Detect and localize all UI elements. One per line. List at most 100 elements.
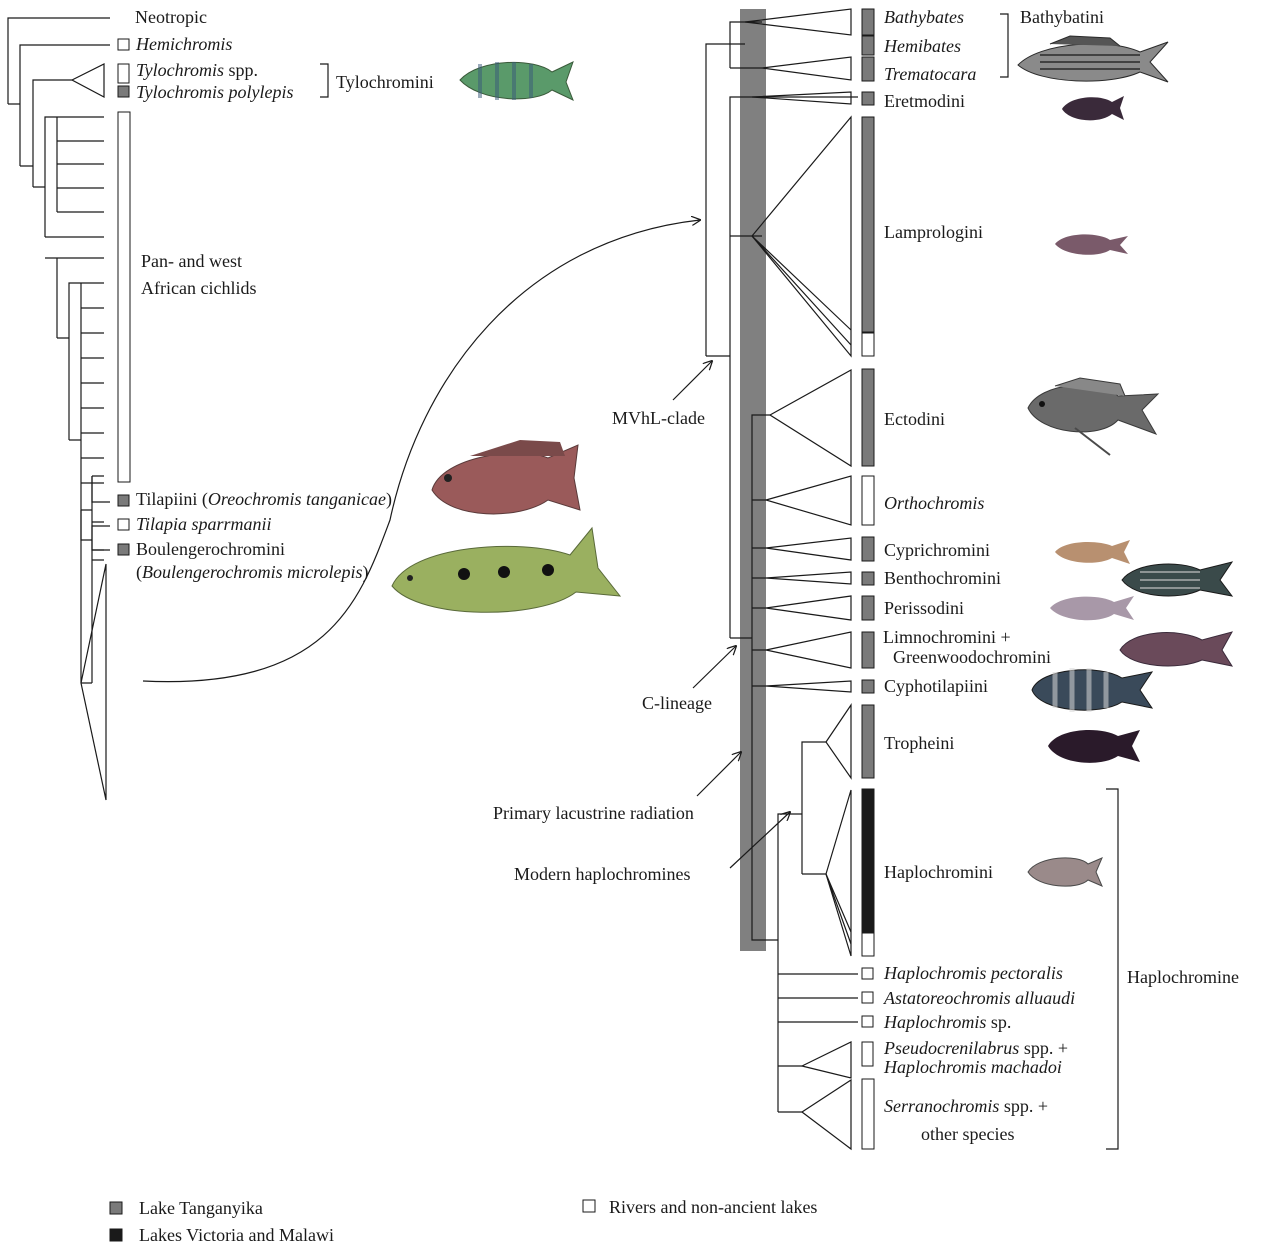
legend-tanganyika-swatch [110, 1202, 122, 1214]
benthochromini-fish-icon [1122, 562, 1232, 596]
label-tylochromini: Tylochromini [336, 72, 434, 92]
primary-radiation-arrow [697, 752, 741, 796]
label-eretmodini: Eretmodini [884, 91, 965, 111]
label-cyprichromini: Cyprichromini [884, 540, 990, 560]
tylochromis-fish-icon [460, 62, 573, 100]
tilapia-sparrmanii-box [118, 519, 129, 530]
label-c-lineage: C-lineage [642, 693, 712, 713]
perissodini-triangle [766, 596, 851, 620]
eretmodini-triangle [752, 92, 851, 104]
label-astatoreochromis: Astatoreochromis alluaudi [883, 988, 1075, 1008]
pseudocrenilabrus-box [862, 1042, 873, 1066]
label-trematocara: Trematocara [884, 64, 976, 84]
label-h-sp: Haplochromis sp. [883, 1012, 1011, 1032]
ectodini-triangle [770, 370, 851, 466]
boulengero-join [81, 510, 92, 540]
c-lineage-arrow [693, 646, 736, 688]
h-pectoralis-box [862, 968, 873, 979]
cyprichromini-fish-icon [1055, 540, 1130, 564]
lower-clade-triangle [81, 564, 106, 800]
trematocara-box [862, 57, 874, 81]
serranochromis-box [862, 1079, 874, 1149]
label-serranochromis: Serranochromis spp. + [884, 1096, 1048, 1116]
label-other-species: other species [921, 1124, 1014, 1144]
label-tylochromis-polylepis: Tylochromis polylepis [136, 82, 293, 102]
haplochromini-subclade [826, 874, 851, 944]
cyphotilapiini-box [862, 680, 874, 693]
label-boulengerochromis-microlepis: (Boulengerochromis microlepis) [136, 562, 368, 583]
label-pan-west-2: African cichlids [141, 278, 256, 298]
benthochromini-box [862, 572, 874, 585]
perissodini-box [862, 596, 874, 620]
label-tropheini: Tropheini [884, 733, 954, 753]
limnochromini-fish-icon [1120, 632, 1232, 666]
tylochromini-bracket [320, 64, 328, 97]
label-h-machadoi: Haplochromis machadoi [883, 1057, 1062, 1077]
eretmodini-box [862, 92, 874, 105]
ectodini-fish-icon [1028, 378, 1158, 455]
label-limnochromini: Limnochromini + [883, 627, 1011, 647]
label-bathybates: Bathybates [884, 7, 964, 27]
benthochromini-triangle [766, 572, 851, 584]
lamprologini-box [862, 117, 874, 332]
cyphotilapiini-fish-icon [1032, 668, 1152, 712]
orthochromis-box [862, 476, 874, 525]
astatoreochromis-box [862, 992, 873, 1003]
label-lamprologini: Lamprologini [884, 222, 983, 242]
tylochromis-polylepis-box [118, 86, 129, 97]
legend-rivers-label: Rivers and non-ancient lakes [609, 1197, 817, 1217]
label-boulengerochromini: Boulengerochromini [136, 539, 285, 559]
oreochromis-fish-icon [432, 440, 580, 514]
tropheini-fish-icon [1048, 730, 1140, 763]
lamprologini-river-box [862, 333, 874, 356]
bathybates-fish-icon [1018, 36, 1168, 82]
label-ectodini: Ectodini [884, 409, 945, 429]
label-tilapia-sparrmanii: Tilapia sparrmanii [136, 514, 272, 534]
haplochromine-bracket [1106, 789, 1118, 1149]
label-cyphotilapiini: Cyphotilapiini [884, 676, 988, 696]
label-tylochromis-spp: Tylochromis spp. [136, 60, 258, 80]
label-orthochromis: Orthochromis [884, 493, 984, 513]
cyphotilapiini-triangle [766, 681, 851, 692]
label-bathybatini: Bathybatini [1020, 7, 1104, 27]
haplochromini-triangle [826, 790, 851, 956]
hemibates-box [862, 36, 874, 55]
hemichromis-box [118, 39, 129, 50]
label-h-pectoralis: Haplochromis pectoralis [883, 963, 1063, 983]
primary-radiation-bar [740, 9, 766, 951]
tilapiini-branch [92, 476, 110, 550]
trematocara-triangle [762, 57, 851, 80]
lamprologini-subclade [752, 236, 851, 345]
label-hemibates: Hemibates [883, 36, 961, 56]
haplochromini-fish-icon [1028, 858, 1102, 886]
label-mvhl-clade: MVhL-clade [612, 408, 705, 428]
tropheini-box [862, 705, 874, 778]
legend-tanganyika-label: Lake Tanganyika [139, 1198, 263, 1218]
label-benthochromini: Benthochromini [884, 568, 1001, 588]
label-haplochromine: Haplochromine [1127, 967, 1239, 987]
cyprichromini-triangle [766, 538, 851, 560]
pan-west-bar [118, 112, 130, 482]
boulengerochromis-fish-icon [392, 528, 620, 612]
serranochromis-triangle [802, 1080, 851, 1149]
boulengero-box [118, 544, 129, 555]
haplochromini-box [862, 789, 874, 933]
label-tilapiini: Tilapiini (Oreochromis tanganicae) [136, 489, 392, 510]
label-haplochromini: Haplochromini [884, 862, 993, 882]
legend-rivers-swatch [583, 1200, 595, 1212]
label-perissodini: Perissodini [884, 598, 964, 618]
limnochromini-box [862, 632, 874, 668]
tilapiini-box [118, 495, 129, 506]
limnochromini-triangle [766, 632, 851, 668]
eretmodini-fish-icon [1062, 96, 1124, 120]
tropheini-triangle [826, 705, 851, 778]
pseudocrenilabrus-triangle [802, 1042, 851, 1078]
haplochromini-river-box [862, 933, 874, 956]
tylochromis-spp-box [118, 64, 129, 83]
lamprologini-fish-icon [1055, 234, 1128, 254]
mvhl-arrow [673, 361, 712, 400]
legend-victoria-malawi-label: Lakes Victoria and Malawi [139, 1225, 334, 1245]
h-sp-box [862, 1016, 873, 1027]
